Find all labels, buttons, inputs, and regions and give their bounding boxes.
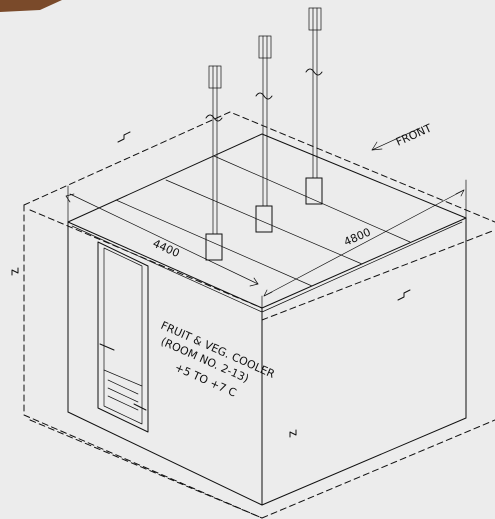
front-arrow bbox=[371, 127, 421, 151]
suspension-rods bbox=[205, 7, 323, 261]
door bbox=[97, 241, 149, 433]
dimension-width-label: 4400 bbox=[151, 237, 182, 260]
corner-strip bbox=[0, 0, 62, 12]
ceiling-lines bbox=[115, 155, 411, 287]
break-symbols bbox=[11, 131, 411, 438]
clearance-outline bbox=[23, 111, 495, 519]
front-label: FRONT bbox=[394, 121, 434, 148]
dimension-lines bbox=[65, 179, 467, 309]
dimension-depth-label: 4800 bbox=[342, 225, 373, 248]
